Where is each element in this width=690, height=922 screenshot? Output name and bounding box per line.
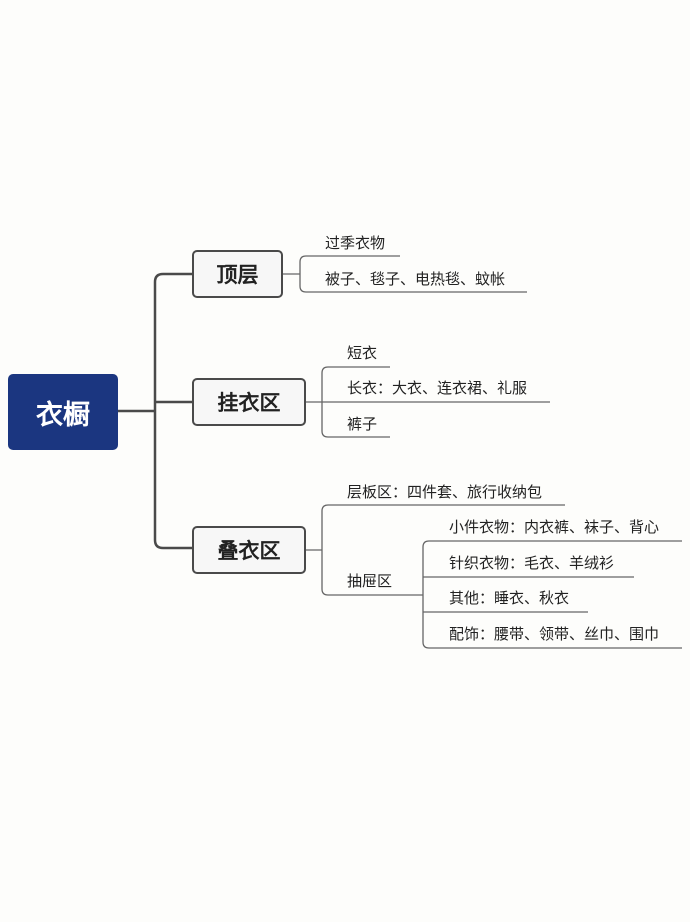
branch-node-top-layer: 顶层 [192,250,283,298]
branch-node-folding-area: 叠衣区 [192,526,306,574]
leaf-node: 配饰：腰带、领带、丝巾、围巾 [449,625,660,643]
leaf-node: 针织衣物：毛衣、羊绒衫 [449,554,615,572]
root-node: 衣橱 [8,374,118,450]
leaf-node: 短衣 [347,344,378,362]
leaf-node: 层板区：四件套、旅行收纳包 [347,483,543,501]
leaf-node: 被子、毯子、电热毯、蚊帐 [325,270,506,288]
leaf-node: 小件衣物：内衣裤、袜子、背心 [449,518,660,536]
subbranch-node-drawer-area: 抽屉区 [347,572,393,590]
leaf-node: 其他：睡衣、秋衣 [449,589,570,607]
leaf-node: 裤子 [347,415,378,433]
branch-node-hanging-area: 挂衣区 [192,378,306,426]
leaf-node: 过季衣物 [325,234,386,252]
leaf-node: 长衣：大衣、连衣裙、礼服 [347,379,528,397]
